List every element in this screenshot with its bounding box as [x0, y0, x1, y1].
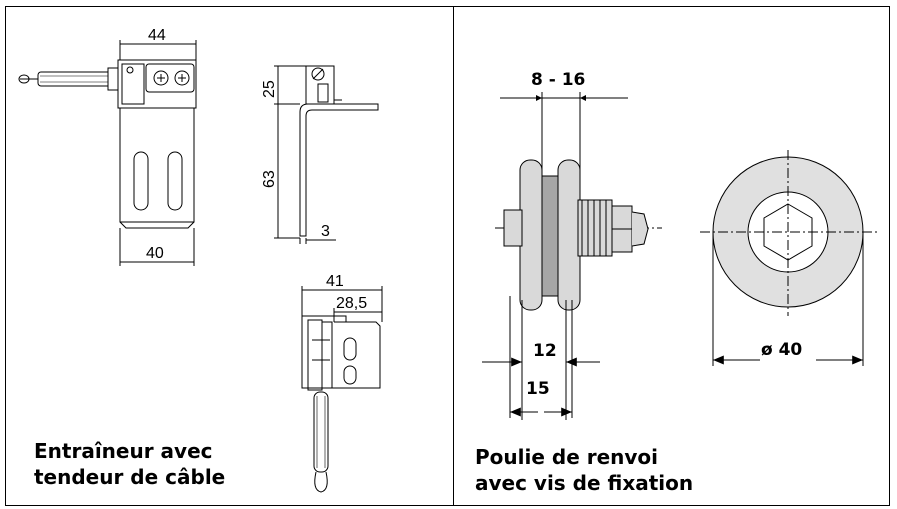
cable-tensioner-side-view [299, 65, 379, 237]
dim-25-63 [274, 65, 336, 244]
dim-8-16 [500, 92, 628, 176]
dim-44 [119, 40, 197, 60]
dim-41-28-5 [301, 286, 383, 322]
cable-tensioner-front-view [18, 59, 197, 229]
dim-25-label: 25 [261, 80, 278, 98]
cable-tensioner-top-view [301, 315, 381, 493]
dim-12-label: 12 [533, 341, 557, 361]
panel-divider [453, 6, 454, 506]
dim-44-label: 44 [148, 27, 166, 44]
right-caption-line2: avec vis de fixation [475, 471, 694, 495]
dim-diameter-label: ø 40 [761, 340, 802, 360]
dim-12 [482, 300, 600, 420]
left-caption-line1: Entraîneur avec [34, 439, 213, 463]
right-caption-line1: Poulie de renvoi [475, 445, 659, 469]
pulley-front-view [700, 150, 878, 316]
left-caption: Entraîneur avec tendeur de câble [34, 438, 225, 490]
dim-15 [509, 296, 573, 418]
dim-3-label: 3 [321, 223, 330, 240]
dim-diameter-40 [712, 232, 864, 366]
dim-8-16-label: 8 - 16 [531, 70, 585, 90]
left-caption-line2: tendeur de câble [34, 465, 226, 489]
dim-15-label: 15 [526, 379, 550, 399]
right-caption: Poulie de renvoi avec vis de fixation [475, 444, 693, 496]
drawing-frame [5, 6, 890, 506]
dim-40-label: 40 [146, 245, 164, 262]
dim-28-5-label: 28,5 [336, 295, 367, 312]
dim-63-label: 63 [261, 170, 278, 188]
pulley-side-view [495, 159, 662, 311]
dim-40 [119, 228, 195, 266]
dim-41-label: 41 [326, 273, 344, 290]
